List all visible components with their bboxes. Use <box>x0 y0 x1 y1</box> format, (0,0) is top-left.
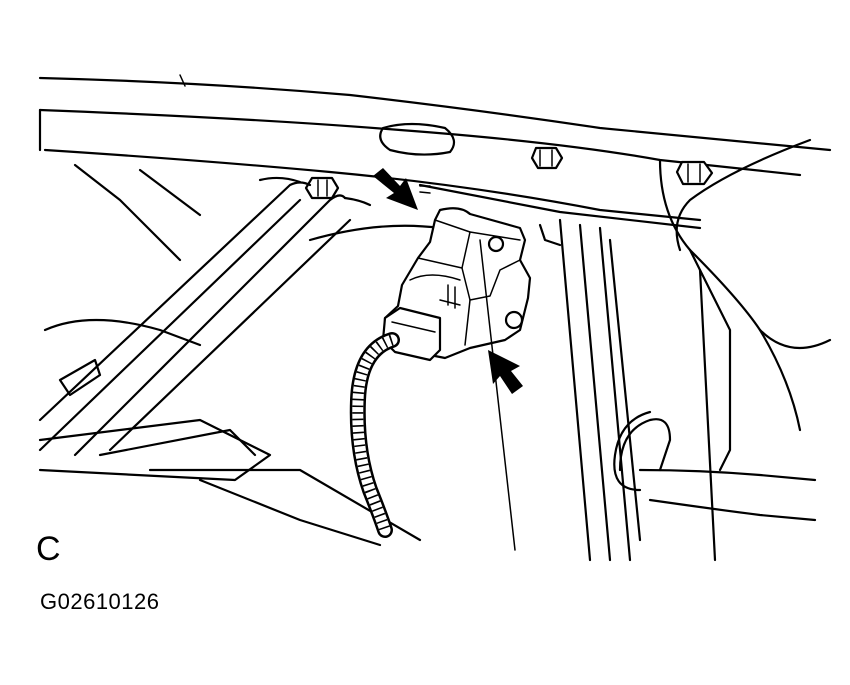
vertical-rods <box>538 218 717 562</box>
lower-right-hose <box>613 410 817 522</box>
right-body-panel <box>658 138 832 472</box>
bolt-top-right <box>675 160 714 186</box>
figure-id: G02610126 <box>40 589 160 614</box>
chassis-cross-member <box>38 74 832 230</box>
diagonal-brace <box>38 181 372 457</box>
arrow-upper <box>373 168 431 210</box>
sensor-connector <box>381 306 442 362</box>
view-label: C <box>36 530 61 568</box>
arrow-lower <box>488 350 523 394</box>
member-slot <box>379 122 456 156</box>
bolt-top-center <box>530 146 564 170</box>
bolt-bracket <box>304 176 340 200</box>
left-background-structure <box>43 163 442 397</box>
wire-harness <box>349 332 400 538</box>
reference-line <box>479 239 516 551</box>
